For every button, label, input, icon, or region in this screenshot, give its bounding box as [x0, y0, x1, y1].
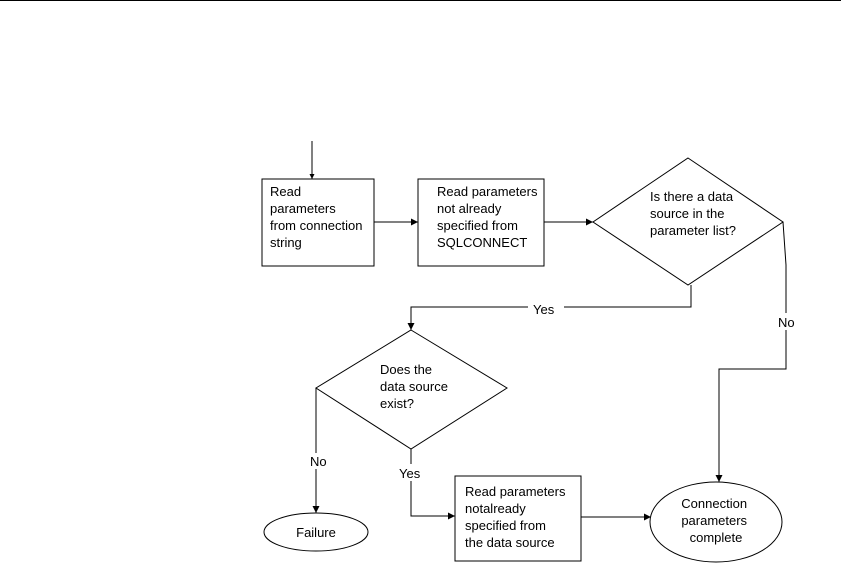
node-text-line: Does the — [380, 362, 432, 377]
svg-text:Does the data source: Does the data source exist? — [380, 362, 452, 411]
connector-yes-read — [410, 449, 455, 520]
svg-text:Failure: Failure — [296, 525, 336, 540]
node-text-line: specified from — [465, 518, 546, 533]
node-text-line: parameters — [270, 201, 336, 216]
svg-text:Is there a data source i: Is there a data source in the parameter … — [650, 189, 737, 238]
edge-label-bg — [306, 453, 330, 469]
node-text-line: from connection — [270, 218, 363, 233]
connector-no-path — [715, 221, 787, 482]
node-connection-complete: Connection parameters complete — [649, 481, 783, 563]
node-text-line: specified from — [437, 218, 518, 233]
edge-label-yes-read: Yes — [399, 466, 421, 481]
svg-text:Connection parameters: Connection parameters complete — [681, 496, 750, 545]
terminal-ellipse — [263, 512, 369, 552]
svg-text:Read parameters fr: Read parameters from connection string — [270, 184, 366, 250]
svg-text:Read parameters not alre: Read parameters not already specified fr… — [437, 184, 541, 250]
node-text-line: complete — [690, 530, 743, 545]
edge-label-bg — [776, 313, 798, 330]
node-text-line: parameter list? — [650, 223, 736, 238]
edge-label-bg — [528, 300, 564, 316]
node-read-connection-string: Read parameters from connection string — [261, 178, 375, 267]
decision-data-source-in-list: Is there a data source in the parameter … — [592, 157, 784, 286]
node-text-line: Read — [270, 184, 301, 199]
node-text-line: not already — [437, 201, 502, 216]
edge-label-no-failure: No — [310, 454, 327, 469]
svg-text:Read parameters notalrea: Read parameters notalready specified fro… — [465, 484, 569, 550]
terminal-ellipse — [649, 481, 783, 563]
edge-label-bg — [397, 464, 427, 481]
process-box — [261, 178, 375, 267]
node-text-line: SQLCONNECT — [437, 235, 527, 250]
node-text-line: Failure — [296, 525, 336, 540]
node-text-line: notalready — [465, 501, 526, 516]
node-failure: Failure — [263, 512, 369, 552]
decision-data-source-exists: Does the data source exist? — [315, 329, 508, 450]
node-text-line: Read parameters — [465, 484, 566, 499]
node-text-line: data source — [380, 379, 448, 394]
node-read-sqlconnect: Read parameters not already specified fr… — [417, 178, 545, 267]
node-text-line: string — [270, 235, 302, 250]
edge-label-no: No — [778, 315, 795, 330]
node-text-line: the data source — [465, 535, 555, 550]
node-read-data-source: Read parameters notalready specified fro… — [454, 475, 582, 562]
node-text-line: parameters — [681, 513, 747, 528]
node-text-line: source in the — [650, 206, 724, 221]
node-text-line: Connection — [681, 496, 747, 511]
node-text-line: Read parameters — [437, 184, 538, 199]
decision-diamond — [592, 157, 784, 286]
node-text-line: Is there a data — [650, 189, 734, 204]
node-text-line: exist? — [380, 396, 414, 411]
process-box — [454, 475, 582, 562]
edge-label-yes: Yes — [533, 302, 555, 317]
